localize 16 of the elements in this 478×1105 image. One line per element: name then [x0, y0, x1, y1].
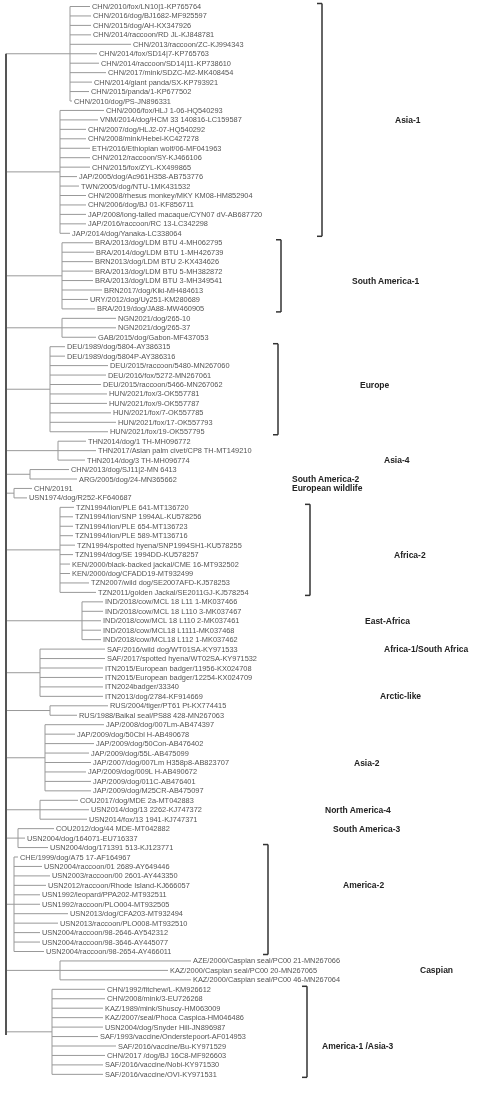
clade-label: Arctic-like [380, 691, 422, 702]
clade-label: Asia-2 [354, 757, 380, 768]
clade-label: North America-4 [325, 804, 391, 815]
clade-label: America-2 [343, 880, 385, 891]
clade-label: Caspian [420, 965, 454, 976]
clade-label: East-Africa [365, 615, 410, 626]
clade-label: Asia-4 [384, 455, 410, 466]
clade-label: America-1 /Asia-3 [322, 1041, 394, 1051]
clade-label: South America-3 [333, 823, 401, 834]
clade-label: Africa-2 [394, 549, 426, 560]
clade-label: Africa-1/South Africa [384, 644, 469, 655]
clade-label: South America-2 [292, 474, 360, 484]
clade-label: Europe [360, 379, 390, 390]
clade-label: Asia-1 [395, 114, 421, 125]
clade-label: European wildlife [292, 483, 363, 494]
clade-label: South America-1 [352, 275, 420, 286]
